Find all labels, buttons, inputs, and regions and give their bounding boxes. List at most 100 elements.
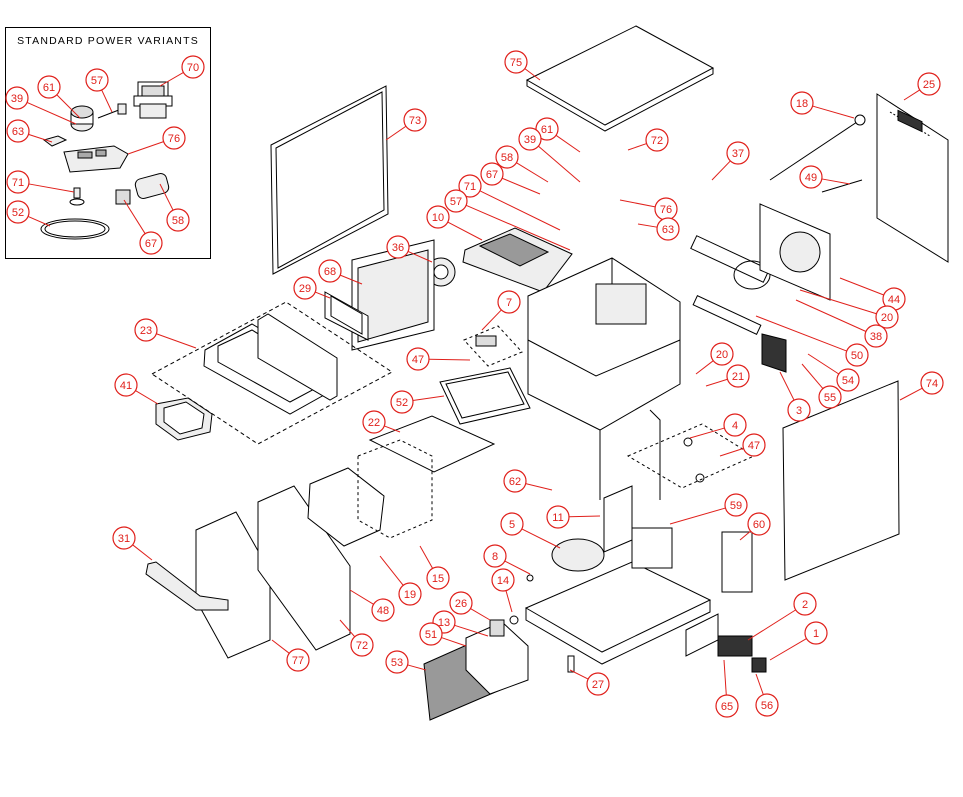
callout-label-39: 39: [524, 134, 536, 146]
callout-label-61: 61: [541, 124, 553, 136]
callout-circle-63: [6, 119, 30, 143]
callout-circle-58: [166, 208, 190, 232]
part-base-plate: [524, 561, 712, 665]
callout-label-11: 11: [552, 512, 563, 524]
callout-label-70: 70: [187, 62, 199, 74]
callout-label-29: 29: [299, 283, 311, 295]
callout-circle-47: [406, 347, 430, 371]
callout-circle-39: [5, 86, 29, 110]
callout-label-25: 25: [923, 79, 935, 91]
callout-circle-68: [318, 259, 342, 283]
leader-line-68: [340, 274, 363, 285]
leader-line-4: [689, 427, 725, 439]
leader-line-18: [812, 105, 855, 119]
part-rear-panel: [876, 93, 949, 263]
part-door-seal: [439, 367, 531, 425]
part-latch-assembly: [463, 325, 523, 367]
leader-line-59: [669, 507, 726, 525]
callout-label-58: 58: [172, 215, 184, 227]
callout-circle-57: [444, 189, 468, 213]
leader-line-47: [428, 358, 471, 361]
callout-circle-4: [723, 413, 747, 437]
callout-circle-72: [350, 633, 374, 657]
callout-label-48: 48: [377, 605, 389, 617]
leader-line-63: [637, 223, 658, 228]
leader-line-48: [349, 589, 374, 605]
leader-line-54: [807, 353, 840, 375]
leader-line-52: [412, 395, 445, 401]
callout-label-4: 4: [732, 420, 738, 432]
callout-circle-52: [390, 390, 414, 414]
callout-circle-25: [917, 72, 941, 96]
leader-line-51: [441, 637, 467, 647]
callout-label-59: 59: [730, 500, 742, 512]
callout-circle-72: [645, 128, 669, 152]
part-cavity-chassis: [527, 257, 681, 500]
callout-label-57: 57: [450, 196, 462, 208]
callout-label-77: 77: [292, 655, 304, 667]
leader-line-2: [747, 609, 796, 641]
callout-label-20: 20: [716, 349, 728, 361]
callout-circle-38: [864, 324, 888, 348]
leader-line-57: [101, 89, 113, 113]
callout-label-56: 56: [761, 700, 773, 712]
callout-label-50: 50: [851, 350, 863, 362]
callout-label-23: 23: [140, 325, 152, 337]
callout-label-13: 13: [438, 617, 450, 629]
part-display-frame: [324, 291, 369, 341]
callout-circle-67: [480, 162, 504, 186]
callout-circle-70: [181, 55, 205, 79]
leader-line-63: [28, 133, 53, 143]
part-oven-floor-rack: [368, 415, 496, 473]
callout-circle-51: [419, 622, 443, 646]
callout-label-63: 63: [662, 224, 674, 236]
callout-circle-1: [804, 621, 828, 645]
callout-circle-20: [710, 342, 734, 366]
callout-circle-21: [726, 364, 750, 388]
callout-circle-26: [449, 591, 473, 615]
part-heating-rod: [769, 114, 866, 181]
leader-line-41: [135, 390, 159, 405]
callout-circle-36: [386, 235, 410, 259]
callout-label-14: 14: [497, 575, 509, 587]
callout-label-65: 65: [721, 701, 733, 713]
callout-label-18: 18: [796, 98, 808, 110]
callout-label-71: 71: [464, 181, 476, 193]
inset-part-fan: [70, 105, 94, 132]
callout-circle-75: [504, 50, 528, 74]
inset-part-capacitor: [69, 187, 85, 206]
part-right-side-panel: [782, 380, 900, 581]
leader-line-61: [56, 94, 81, 119]
callout-circle-73: [403, 108, 427, 132]
callout-circle-19: [398, 582, 422, 606]
leader-line-75: [524, 68, 541, 81]
leader-line-36: [407, 250, 433, 263]
callout-label-71: 71: [12, 177, 24, 189]
inset-part-magnetron: [134, 173, 170, 199]
leader-line-29: [315, 291, 331, 299]
part-filter-module: [721, 531, 753, 593]
leader-line-27: [569, 669, 589, 680]
callout-circle-63: [656, 217, 680, 241]
callout-circle-76: [162, 126, 186, 150]
callout-circle-41: [114, 373, 138, 397]
callout-label-76: 76: [660, 204, 672, 216]
callout-circle-71: [458, 174, 482, 198]
callout-label-63: 63: [12, 126, 24, 138]
part-temp-probe: [821, 179, 863, 193]
callout-label-52: 52: [396, 397, 408, 409]
callout-circle-47: [742, 433, 766, 457]
leader-line-20: [799, 289, 877, 315]
callout-label-20: 20: [881, 312, 893, 324]
inset-part-pcb: [63, 145, 129, 173]
callout-label-49: 49: [805, 172, 817, 184]
leader-line-62: [525, 483, 553, 491]
callout-circle-74: [920, 371, 944, 395]
callout-label-7: 7: [506, 297, 512, 309]
callout-circle-27: [586, 672, 610, 696]
leader-line-14: [505, 590, 513, 613]
callout-label-8: 8: [492, 551, 498, 563]
callout-label-5: 5: [509, 519, 515, 531]
leader-line-65: [723, 659, 727, 696]
leader-line-11: [568, 515, 601, 518]
